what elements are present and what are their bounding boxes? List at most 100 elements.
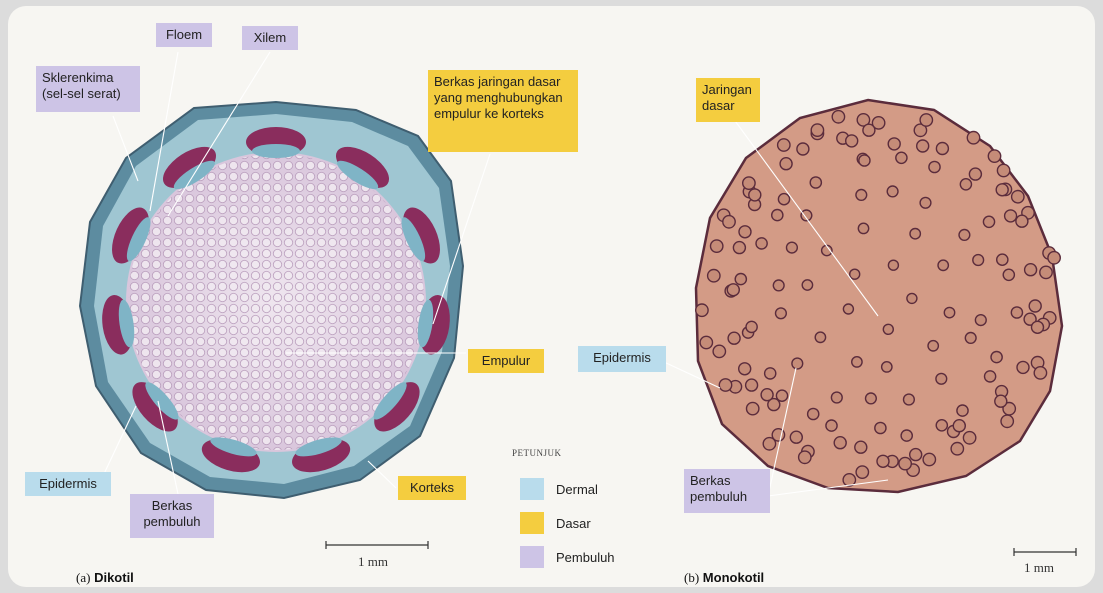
monocot-bundle [866, 393, 877, 404]
monocot-bundle [997, 254, 1008, 265]
monocot-bundle [1012, 191, 1024, 203]
monocot-bundle [778, 139, 790, 151]
monocot-bundle [928, 341, 938, 351]
monocot-bundle [727, 284, 739, 296]
monocot-bundle [923, 453, 935, 465]
monocot-bundle [756, 238, 767, 249]
monocot-bundle [696, 304, 708, 316]
monocot-bundle [843, 304, 853, 314]
monocot-bundle [859, 155, 870, 166]
monocot-bundle [1029, 300, 1041, 312]
monocot-bundle [802, 280, 812, 290]
monocot-bundle [831, 392, 842, 403]
label-sklerenkima: Sklerenkima (sel-sel serat) [36, 66, 140, 112]
key-swatch-dermal [520, 478, 544, 500]
monocot-bundle [811, 124, 823, 136]
monocot-bundle [776, 390, 787, 401]
dicot-stem-section [80, 102, 463, 498]
monocot-bundle [973, 255, 984, 266]
monocot-bundle [1005, 210, 1017, 222]
monocot-bundle [963, 432, 975, 444]
monocot-bundle [901, 430, 912, 441]
key-swatch-pembuluh [520, 546, 544, 568]
monocot-bundle [761, 389, 773, 401]
monocot-bundle [917, 140, 929, 152]
monocot-bundle [815, 332, 825, 342]
monocot-bundle [746, 321, 757, 332]
monocot-bundle [1040, 266, 1052, 278]
monocot-bundle [790, 431, 802, 443]
monocot-bundle [728, 332, 740, 344]
dicot-bundle [246, 127, 306, 158]
monocot-bundle [858, 223, 868, 233]
scale-label-monocot: 1 mm [1024, 560, 1054, 576]
label-berkas-pembuluh-dicot: Berkas pembuluh [130, 494, 214, 538]
label-korteks: Korteks [398, 476, 466, 500]
caption-dicot-prefix: (a) [76, 570, 90, 585]
monocot-bundle [936, 373, 947, 384]
monocot-bundle [882, 362, 892, 372]
monocot-bundle [1011, 307, 1022, 318]
monocot-bundle [910, 449, 922, 461]
monocot-bundle [899, 457, 911, 469]
monocot-bundle [910, 229, 920, 239]
label-epidermis-dicot: Epidermis [25, 472, 111, 496]
monocot-bundle [735, 274, 746, 285]
monocot-bundle [749, 189, 761, 201]
label-xilem: Xilem [242, 26, 298, 50]
monocot-bundle [995, 395, 1007, 407]
label-jaringan-dasar: Jaringan dasar [696, 78, 760, 122]
key-swatch-dasar [520, 512, 544, 534]
monocot-bundle [808, 408, 819, 419]
monocot-bundle [888, 138, 900, 150]
monocot-bundle [969, 168, 981, 180]
key-label-dermal: Dermal [556, 482, 598, 497]
monocot-bundle [920, 197, 931, 208]
label-berkas-jaringan-dasar: Berkas jaringan dasar yang menghubungkan… [428, 70, 578, 152]
monocot-bundle [856, 466, 868, 478]
monocot-bundle [780, 158, 792, 170]
monocot-bundle [855, 441, 867, 453]
figure-frame: Floem Xilem Sklerenkima (sel-sel serat) … [8, 6, 1095, 587]
monocot-bundle [888, 260, 898, 270]
monocot-bundle [965, 333, 976, 344]
scale-bars [326, 541, 1076, 556]
monocot-bundle [983, 216, 994, 227]
monocot-bundle [1017, 361, 1029, 373]
monocot-bundle [887, 186, 898, 197]
caption-monocot-prefix: (b) [684, 570, 699, 585]
monocot-bundle [772, 210, 783, 221]
monocot-bundle [1016, 215, 1028, 227]
monocot-bundle [846, 135, 858, 147]
monocot-bundle [852, 357, 862, 367]
monocot-bundle [953, 420, 965, 432]
monocot-bundle [778, 194, 789, 205]
monocot-bundle [856, 190, 867, 201]
monocot-bundle [787, 242, 798, 253]
monocot-bundle [957, 405, 968, 416]
monocot-bundle [875, 422, 886, 433]
label-epidermis-monocot: Epidermis [578, 346, 666, 372]
monocot-bundle [997, 164, 1009, 176]
caption-monocot: (b) Monokotil [684, 570, 764, 586]
caption-dicot-title: Dikotil [94, 570, 134, 585]
monocot-bundle [951, 443, 963, 455]
monocot-bundle [711, 240, 723, 252]
monocot-bundle [765, 368, 776, 379]
monocot-bundle [920, 114, 932, 126]
monocot-bundle [723, 216, 735, 228]
monocot-bundle [985, 371, 996, 382]
monocot-bundle [907, 293, 917, 303]
monocot-bundle [936, 143, 948, 155]
monocot-bundle [996, 184, 1008, 196]
monocot-bundle [1003, 269, 1014, 280]
monocot-bundle [700, 336, 712, 348]
monocot-bundle [975, 315, 986, 326]
caption-dicot: (a) Dikotil [76, 570, 134, 586]
monocot-bundle [896, 152, 907, 163]
monocot-bundle [967, 132, 979, 144]
label-floem: Floem [156, 23, 212, 47]
monocot-bundle [877, 455, 889, 467]
monocot-bundle [739, 226, 751, 238]
monocot-bundle [938, 260, 948, 270]
